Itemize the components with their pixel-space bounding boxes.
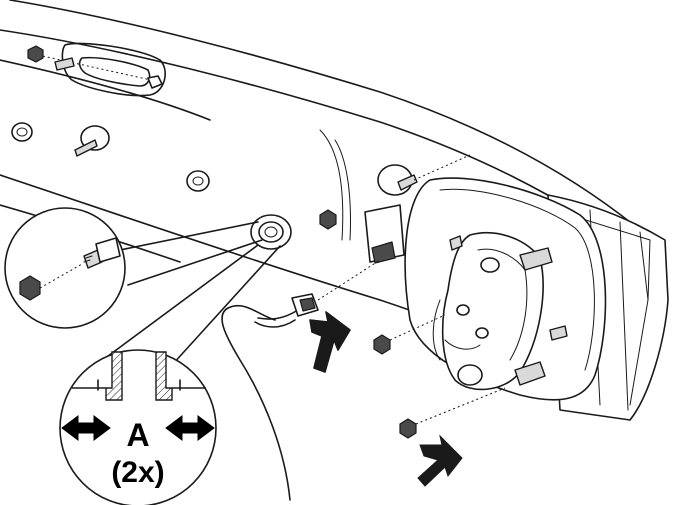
wiring-harness [221, 259, 381, 501]
double-arrow-icon [165, 415, 215, 441]
callout-count: (2x) [111, 456, 164, 489]
detail-circle-stud [4, 207, 126, 329]
direction-arrow-icon [417, 434, 463, 487]
callout-letter: A [126, 417, 149, 453]
bushing-a [250, 214, 292, 250]
stud-bolt-icon [54, 57, 75, 71]
panel-holes [11, 122, 210, 192]
direction-arrow-icon [309, 310, 351, 373]
nut-icon [373, 334, 391, 355]
lens-nuts [373, 314, 506, 439]
stud-right [377, 154, 471, 196]
double-arrow-icon [61, 415, 111, 441]
nut-icon [319, 209, 337, 230]
callout-leaders [99, 221, 281, 366]
handle-recess [27, 42, 166, 97]
detail-circle-clip: A (2x) [59, 349, 217, 505]
nut-icon [19, 275, 41, 301]
nut-icon [399, 418, 417, 439]
stud-left [74, 125, 110, 157]
connector-socket [364, 204, 405, 264]
nut-icon [27, 45, 44, 63]
bulb-holder [432, 231, 568, 391]
